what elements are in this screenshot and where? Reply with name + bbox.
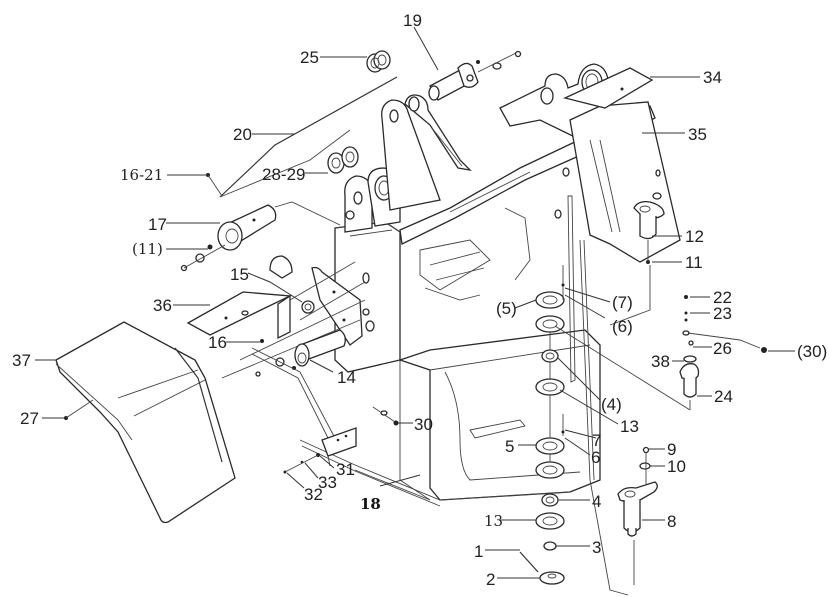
label-5-paren: (5) bbox=[496, 299, 517, 318]
label-26: 26 bbox=[713, 339, 732, 358]
label-16: 16 bbox=[208, 333, 227, 352]
label-38: 38 bbox=[651, 352, 670, 371]
label-17: 17 bbox=[148, 215, 167, 234]
part-36-bracket bbox=[186, 291, 293, 336]
label-5: 5 bbox=[505, 437, 514, 456]
label-4: 4 bbox=[592, 492, 601, 511]
label-16-21: 16-21 bbox=[120, 166, 163, 184]
frame-right-plate bbox=[569, 101, 681, 263]
label-22: 22 bbox=[713, 288, 732, 307]
label-11: 11 bbox=[685, 253, 703, 272]
part-17-pin bbox=[180, 201, 341, 272]
label-7: 7 bbox=[592, 431, 601, 450]
part-37-fender bbox=[55, 321, 236, 524]
label-3: 3 bbox=[592, 538, 601, 557]
label-35: 35 bbox=[688, 125, 707, 144]
label-30-paren: (30) bbox=[797, 342, 827, 361]
label-36: 36 bbox=[153, 296, 172, 315]
label-13-lower: 13 bbox=[484, 512, 503, 530]
label-18: 18 bbox=[360, 495, 381, 513]
label-37: 37 bbox=[12, 351, 31, 370]
part-bracket-plate bbox=[311, 266, 363, 346]
part-15-bushing bbox=[301, 300, 315, 314]
label-15: 15 bbox=[230, 265, 249, 284]
label-10: 10 bbox=[667, 457, 686, 476]
part-34-plate bbox=[563, 67, 654, 109]
front-frame bbox=[299, 63, 681, 507]
label-7-paren: (7) bbox=[612, 293, 633, 312]
rod bbox=[567, 195, 576, 383]
part-24-assembly bbox=[679, 295, 767, 410]
label-34: 34 bbox=[703, 68, 722, 87]
label-6-paren: (6) bbox=[612, 317, 633, 336]
label-12: 12 bbox=[685, 227, 704, 246]
label-9: 9 bbox=[667, 440, 676, 459]
label-19: 19 bbox=[403, 11, 422, 30]
label-24: 24 bbox=[714, 387, 733, 406]
part-15-eye bbox=[269, 255, 293, 279]
callout-labels: 25 19 34 35 20 16-21 28-29 17 (11) 12 11… bbox=[12, 11, 827, 589]
label-31: 31 bbox=[336, 460, 355, 479]
label-13-upper: 13 bbox=[620, 417, 639, 436]
leader-lines bbox=[35, 26, 795, 579]
label-27: 27 bbox=[20, 409, 39, 428]
label-23: 23 bbox=[713, 304, 732, 323]
label-14: 14 bbox=[337, 368, 356, 387]
label-11-paren: (11) bbox=[132, 240, 163, 258]
frame-rear-left-plate bbox=[381, 99, 441, 211]
label-8: 8 bbox=[667, 512, 676, 531]
part-19-pin bbox=[428, 50, 522, 101]
part-12-pin bbox=[633, 169, 665, 264]
lower-bearing-stack bbox=[519, 395, 565, 585]
part-31-bracket bbox=[321, 427, 357, 457]
label-25: 25 bbox=[300, 48, 319, 67]
frame-link-bracket bbox=[404, 94, 472, 171]
label-20: 20 bbox=[233, 125, 252, 144]
label-33: 33 bbox=[318, 473, 337, 492]
part-14-pin bbox=[255, 329, 346, 377]
part-8-pin bbox=[617, 446, 658, 537]
label-2: 2 bbox=[486, 570, 495, 589]
label-32: 32 bbox=[304, 485, 323, 504]
part-28-29-washers bbox=[327, 146, 359, 174]
part-20-plate bbox=[219, 76, 398, 198]
label-6: 6 bbox=[591, 448, 600, 467]
part-30-bolt bbox=[372, 406, 399, 426]
label-30: 30 bbox=[414, 415, 433, 434]
part-25-washers bbox=[366, 50, 391, 73]
label-4-paren: (4) bbox=[601, 395, 622, 414]
label-28-29: 28-29 bbox=[262, 165, 305, 184]
upper-bearing-stack bbox=[535, 265, 565, 396]
label-1: 1 bbox=[474, 542, 483, 561]
